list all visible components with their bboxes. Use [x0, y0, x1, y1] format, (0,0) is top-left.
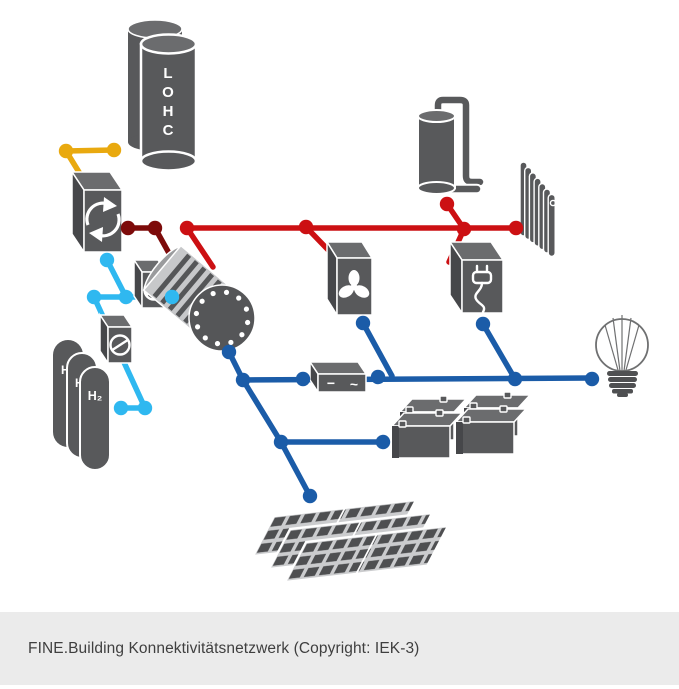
node-blue [295, 371, 311, 387]
node-red [298, 219, 314, 235]
node-red [508, 220, 524, 236]
node-blue [584, 371, 600, 387]
valve-icon [109, 334, 131, 356]
node-blue [375, 434, 391, 450]
edge-yellow [63, 147, 117, 154]
node-blue [273, 434, 289, 450]
lohc-letter: H [163, 103, 174, 120]
lohc-letter: O [162, 84, 174, 101]
h2-storage-tanks: H₂ H₂ H₂ [53, 340, 111, 471]
motor-generator [142, 244, 256, 352]
node-red [179, 220, 195, 236]
node-red [456, 221, 472, 237]
node-blue [221, 344, 237, 360]
node-cyan [164, 289, 180, 305]
dc-symbol: − [327, 375, 335, 391]
lohc-storage-tank: L O H C [127, 19, 198, 172]
node-cyan [99, 252, 115, 268]
lohc-letter: L [163, 65, 172, 82]
plug-icon [471, 264, 493, 314]
light-bulb [595, 315, 649, 397]
node-blue [370, 369, 386, 385]
radiator [519, 161, 557, 258]
edge-blue [480, 321, 518, 382]
node-cyan [86, 289, 102, 305]
fan-icon [338, 270, 370, 298]
caption-text: FINE.Building Konnektivitätsnetzwerk (Co… [28, 639, 420, 657]
node-blue [475, 316, 491, 332]
lohc-letter: C [163, 122, 174, 139]
node-blue [235, 372, 251, 388]
battery [454, 405, 528, 455]
node-cyan [137, 400, 153, 416]
node-cyan [118, 289, 134, 305]
edge-blue [278, 439, 313, 499]
power-socket-unit [448, 239, 505, 316]
ventilation-fan-unit [325, 239, 374, 318]
battery-storage [390, 391, 532, 459]
h2-label: H₂ [88, 389, 103, 403]
node-blue [507, 371, 523, 387]
inverter: − ~ [308, 359, 368, 395]
node-blue [302, 488, 318, 504]
recycle-icon [85, 197, 121, 242]
flange-bolts [193, 289, 251, 347]
node-dark_red [120, 220, 136, 236]
hydrogen-compressor-2 [98, 312, 134, 366]
node-red [439, 196, 455, 212]
node-cyan [113, 400, 129, 416]
nodes-layer [58, 142, 600, 504]
edge-blue [360, 320, 395, 379]
ac-symbol: ~ [350, 376, 358, 392]
node-blue [355, 315, 371, 331]
edge-blue [240, 375, 595, 383]
solar-pv-panels [251, 498, 450, 584]
lohc-converter-unit [70, 169, 124, 255]
node-yellow [58, 143, 74, 159]
battery [390, 409, 464, 459]
hot-water-boiler [417, 94, 486, 195]
edge-blue [240, 377, 284, 445]
edge-red [184, 225, 216, 270]
node-yellow [106, 142, 122, 158]
caption-bar: FINE.Building Konnektivitätsnetzwerk (Co… [0, 612, 679, 685]
node-dark_red [147, 220, 163, 236]
